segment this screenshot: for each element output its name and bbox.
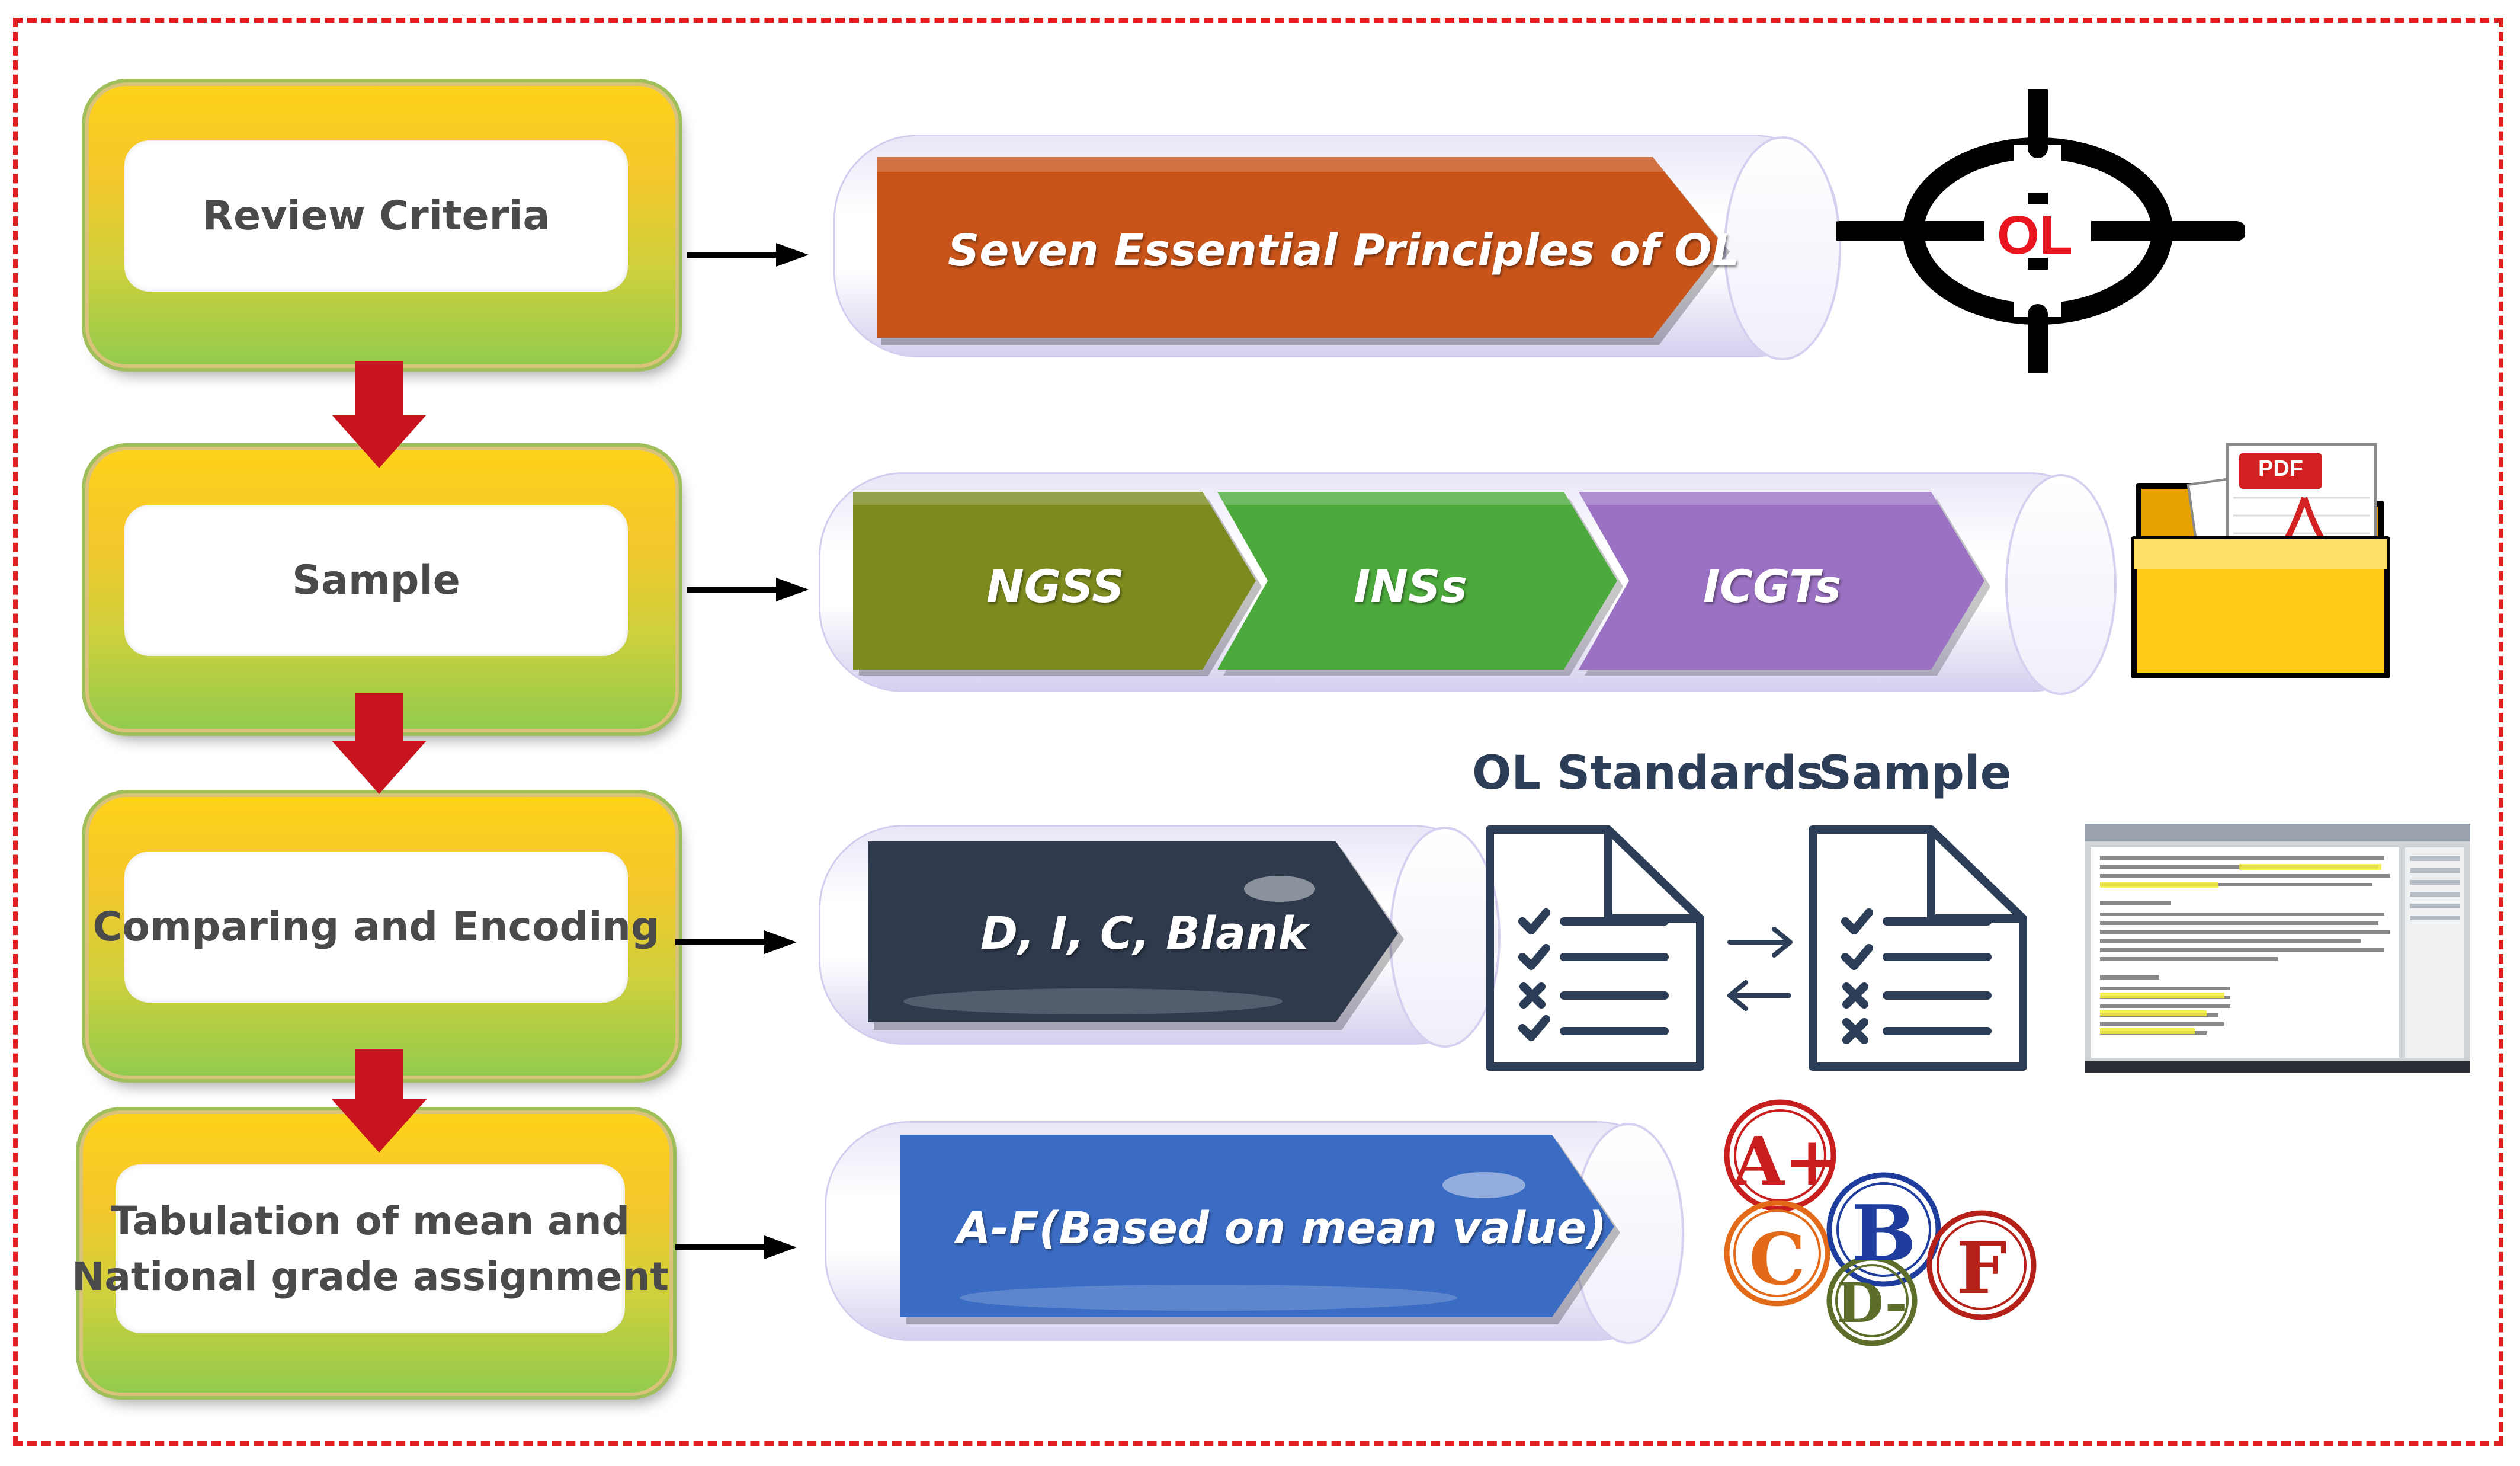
codes-label: D, I, C, Blank	[980, 907, 1309, 959]
seal-f	[1926, 1210, 2037, 1320]
compare-left-label: OL Standards	[1472, 747, 1824, 800]
pdf-folder-icon	[2131, 443, 2390, 678]
step-review-criteria-label: Review Criteria	[202, 193, 550, 239]
grades-arrow-shape	[900, 1135, 1620, 1324]
principles-label: Seven Essential Principles of OL	[948, 225, 1740, 276]
seal-a-plus-label: A+	[1733, 1123, 1840, 1201]
pdf-icon-label: PDF	[2258, 456, 2303, 481]
sample-ngss-label: NGSS	[986, 560, 1124, 613]
sample-inss-label: INSs	[1354, 560, 1467, 613]
seal-a-plus	[1724, 1099, 1836, 1212]
principles-arrow-shape	[877, 157, 1730, 345]
dashed-frame	[13, 18, 2503, 1446]
document-screenshot-thumbnail	[2085, 824, 2470, 1073]
step-comparing-encoding: Comparing and Encoding	[89, 797, 675, 1076]
tube-samples-cap	[2005, 474, 2117, 695]
down-arrow-3	[332, 1049, 427, 1153]
step-comparing-encoding-label: Comparing and Encoding	[92, 904, 660, 950]
seal-d-minus-label: D-	[1836, 1271, 1907, 1335]
standards-document-icon	[1486, 825, 1704, 1071]
target-icon	[1836, 89, 2245, 373]
step-sample-label: Sample	[292, 557, 460, 604]
step-review-criteria-panel: Review Criteria	[124, 140, 628, 292]
sample-icgts-label: ICGTs	[1703, 560, 1842, 613]
seal-f-label: F	[1956, 1227, 2007, 1310]
seal-d-minus	[1826, 1255, 1918, 1346]
tube-codes-cap	[1389, 827, 1501, 1048]
step-tabulation: Tabulation of mean and National grade as…	[72, 1114, 669, 1393]
seal-c	[1724, 1200, 1830, 1307]
grade-seals-icon	[1724, 1099, 2037, 1346]
step-sample-panel: Sample	[124, 505, 628, 656]
seal-b	[1826, 1172, 1941, 1287]
compare-documents	[1486, 825, 2027, 1071]
step-tabulation-panel: Tabulation of mean and National grade as…	[72, 1164, 669, 1333]
seal-c-label: C	[1749, 1218, 1806, 1301]
step-sample: Sample	[89, 450, 675, 729]
down-arrow-2	[332, 693, 427, 794]
step-review-criteria: Review Criteria	[89, 86, 675, 364]
samples-arrows-shape	[853, 492, 1990, 676]
down-arrow-1	[332, 361, 427, 468]
seal-b-label: B	[1851, 1188, 1916, 1279]
codes-arrow-shape	[868, 841, 1404, 1030]
step-comparing-encoding-panel: Comparing and Encoding	[92, 852, 660, 1003]
step-tabulation-label-1: Tabulation of mean and	[111, 1198, 630, 1244]
grades-label: A-F(Based on mean value)	[957, 1203, 1607, 1254]
exchange-arrows-icon	[1727, 927, 1793, 1011]
compare-right-label: Sample	[1819, 747, 2012, 800]
sample-document-icon	[1809, 825, 2027, 1071]
target-icon-label: OL	[1997, 205, 2073, 265]
step-tabulation-label-2: National grade assignment	[72, 1253, 669, 1299]
tube-principles-cap	[1724, 136, 1841, 360]
